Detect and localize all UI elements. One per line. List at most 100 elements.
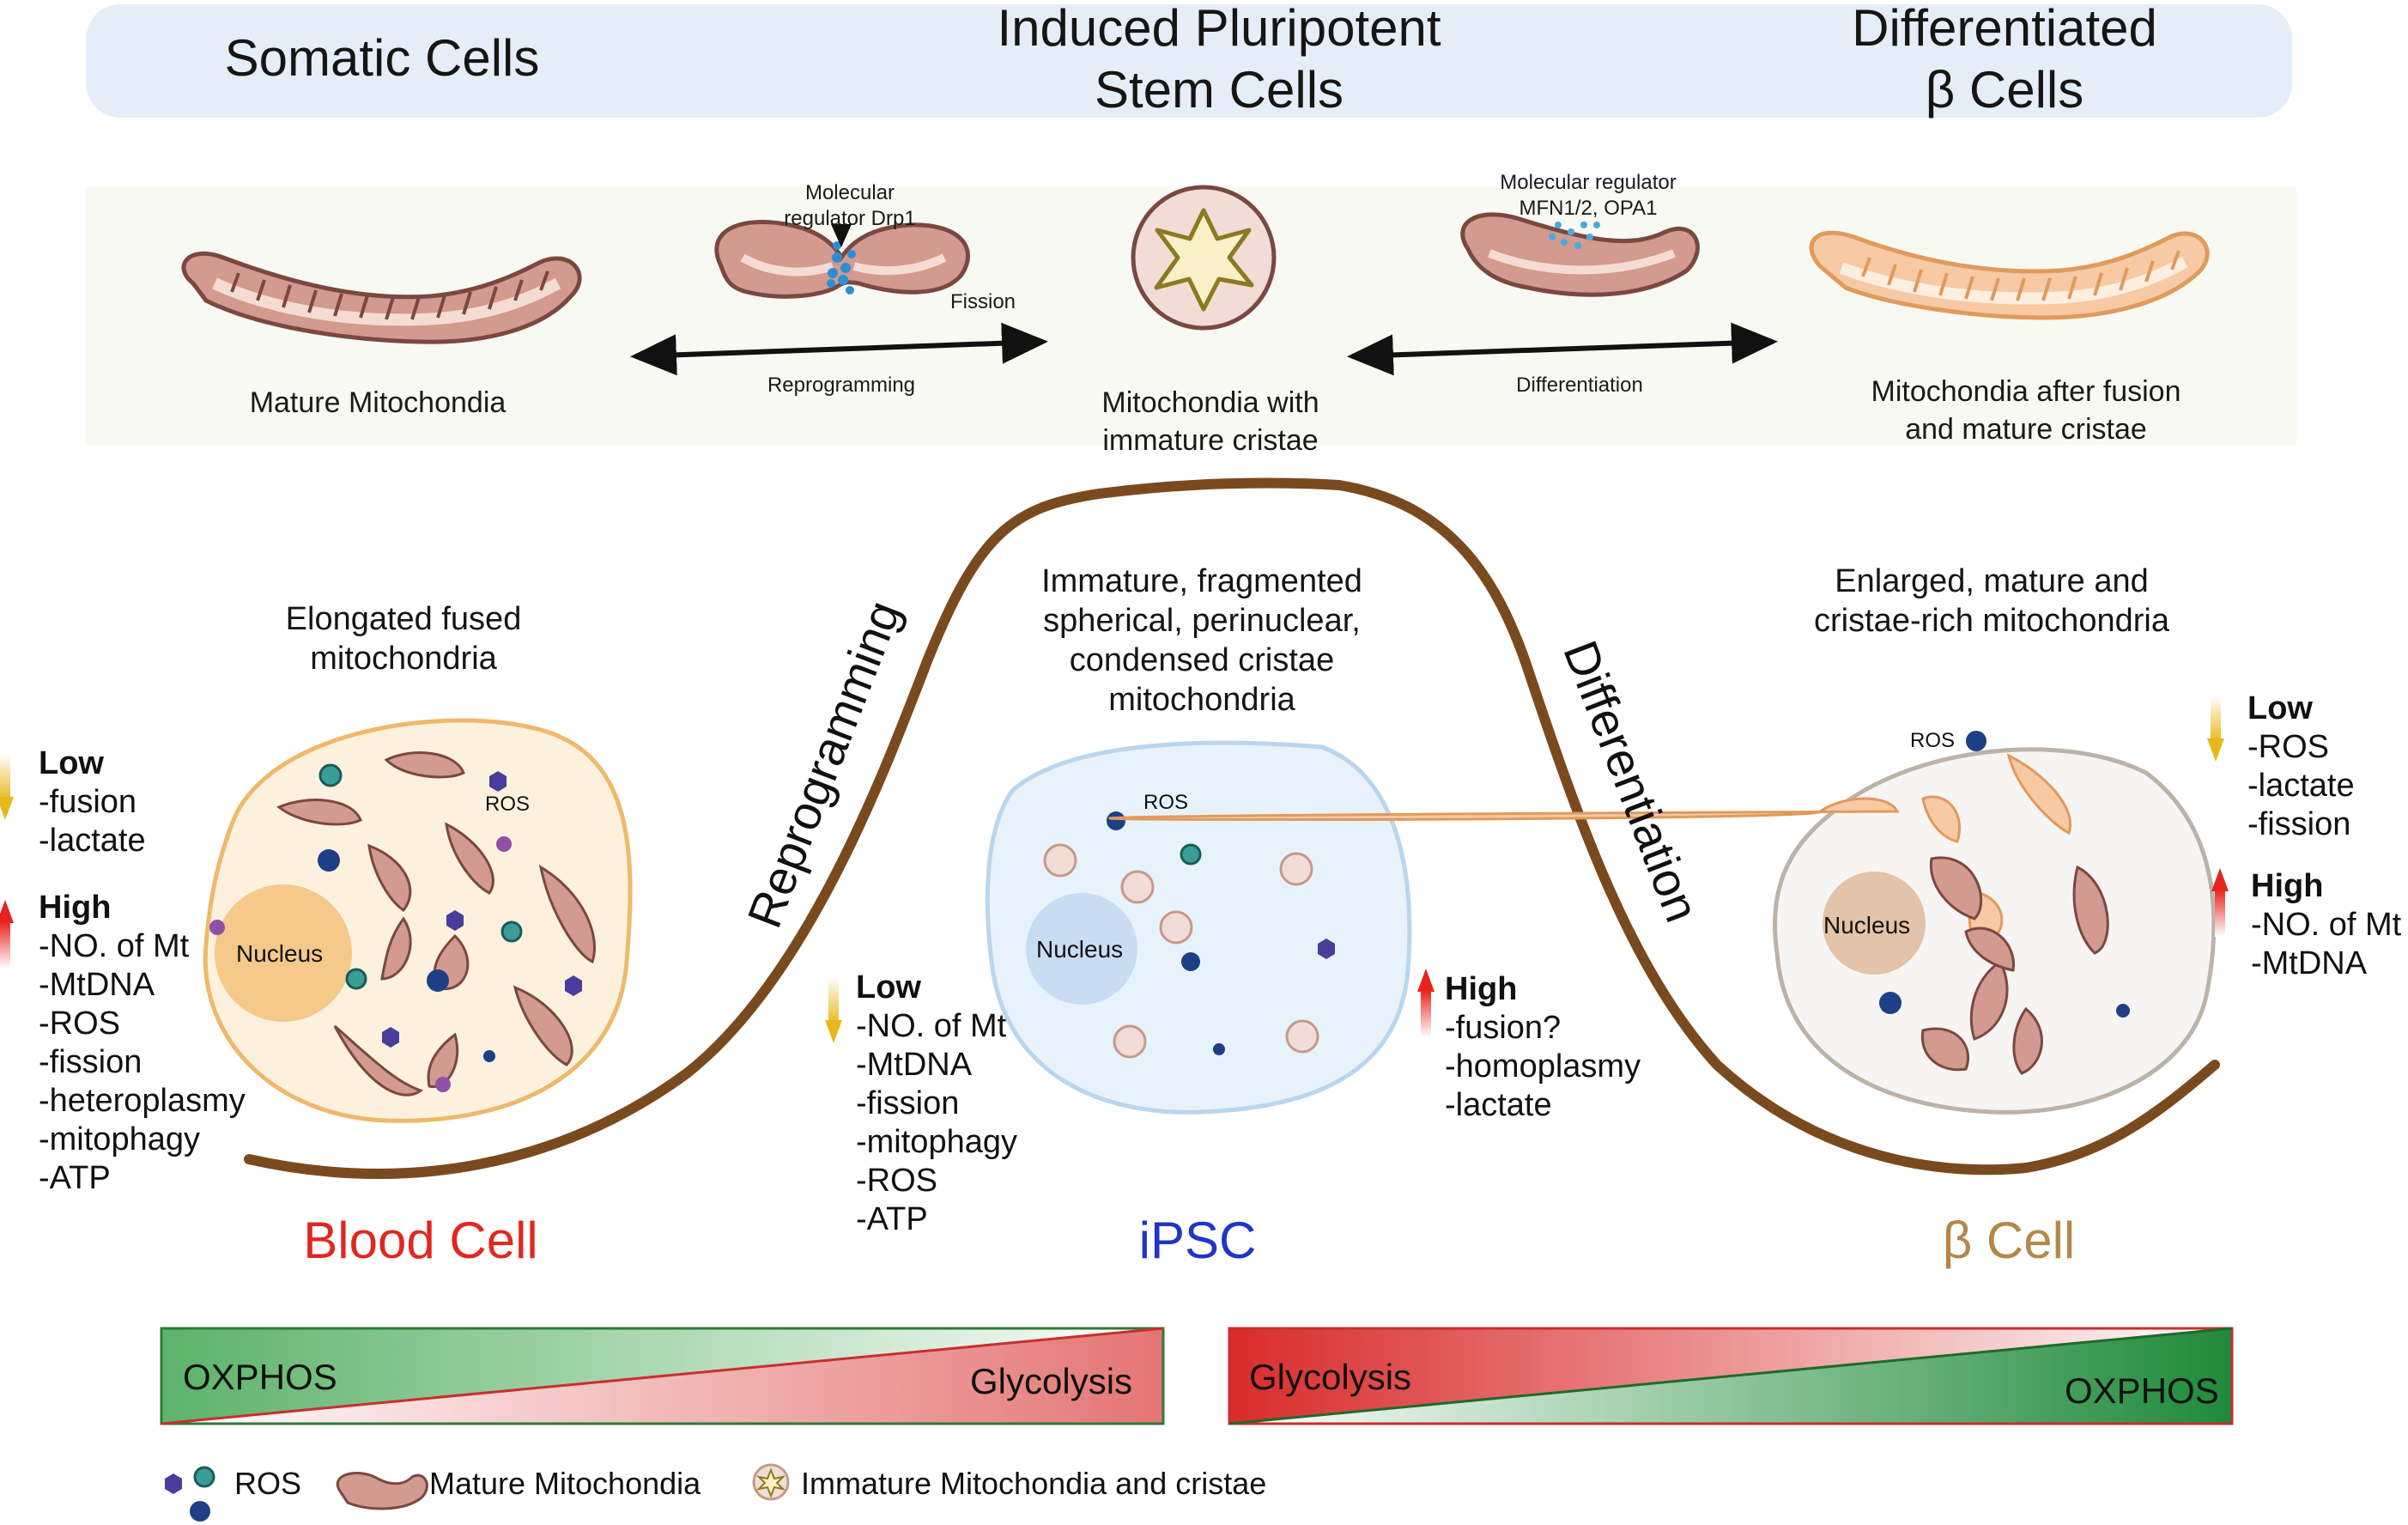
blood-desc-line1: Elongated fused — [285, 601, 522, 637]
blood-ros-label: ROS — [485, 793, 531, 816]
blood-low-title: Low — [39, 745, 104, 781]
ipsc-desc-line3: condensed cristae — [1069, 642, 1335, 678]
beta-desc-line1: Enlarged, mature and — [1835, 563, 2149, 599]
ipsc-desc-line4: mitochondria — [1108, 682, 1295, 718]
list-item: -NO. of Mt — [856, 1008, 1007, 1044]
beta-low-arrow — [2207, 696, 2224, 762]
legend-ros-label: ROS — [234, 1466, 302, 1501]
beta-high-list: High -NO. of Mt -MtDNA — [2251, 867, 2401, 983]
beta-low-list: Low -ROS -lactate -fission — [2247, 690, 2355, 844]
fusion-caption-line1: Mitochondia after fusion — [1871, 375, 2181, 408]
reprogramming-curve — [244, 477, 2220, 1179]
blood-high-list: High -NO. of Mt -MtDNA -ROS -fission -he… — [39, 889, 246, 1198]
header-ipsc-line1: Induced Pluripotent — [997, 0, 1441, 57]
ipsc-nucleus — [1026, 893, 1137, 1005]
blood-low-list: Low -fusion -lactate — [39, 744, 146, 860]
header-ipsc-line2: Stem Cells — [1094, 61, 1344, 118]
header-diff-line2: β Cells — [1925, 61, 2084, 118]
list-item: -ROS — [2247, 729, 2329, 765]
ipsc-desc-line2: spherical, perinuclear, — [1043, 603, 1361, 639]
metabolism-left-oxphos: OXPHOS — [183, 1357, 337, 1397]
ipsc-desc-line1: Immature, fragmented — [1041, 563, 1362, 599]
reprogramming-arrow-label: Reprogramming — [767, 374, 916, 397]
beta-low-title: Low — [2247, 690, 2313, 726]
immature-caption-line2: immature cristae — [1102, 424, 1319, 457]
beta-nucleus — [1823, 872, 1926, 975]
beta-nucleus-label: Nucleus — [1823, 912, 1911, 939]
header-ipsc: Induced Pluripotent Stem Cells — [919, 0, 1519, 121]
drp1-label-line2: regulator Drp1 — [784, 207, 916, 230]
legend-ros-icon — [165, 1466, 215, 1522]
ipsc-high-arrow — [1417, 969, 1434, 1037]
list-item: -fusion? — [1445, 1010, 1562, 1046]
ipsc-low-arrow — [825, 977, 842, 1043]
fusion-mitochondria-icon — [1460, 212, 1700, 297]
ipsc-graphic — [985, 740, 1412, 1115]
blood-nucleus-label: Nucleus — [236, 940, 324, 967]
ipsc-ros-label: ROS — [1143, 791, 1189, 814]
differentiation-arrow-label: Differentiation — [1516, 374, 1643, 397]
list-item: -MtDNA — [39, 967, 155, 1003]
fission-mitochondria-icon — [714, 220, 970, 299]
list-item: -lactate — [1445, 1087, 1552, 1123]
list-item: -mitophagy — [39, 1121, 200, 1157]
header-diff-line1: Differentiated — [1852, 0, 2157, 57]
metabolism-bar-right — [1228, 1327, 2234, 1425]
mfn-label-line2: MFN1/2, OPA1 — [1519, 197, 1658, 220]
mature-mitochondria-icon — [181, 252, 582, 344]
list-item: -mitophagy — [856, 1124, 1017, 1160]
ipsc-nucleus-label: Nucleus — [1036, 936, 1124, 963]
metabolism-right-glycolysis: Glycolysis — [1249, 1357, 1412, 1397]
immature-mitochondria-icon — [1131, 185, 1277, 331]
beta-high-arrow — [2211, 868, 2229, 937]
list-item: -lactate — [39, 823, 146, 859]
list-item: -NO. of Mt — [2251, 907, 2402, 943]
metabolism-bar-left — [160, 1327, 1165, 1425]
ipsc-name: iPSC — [1138, 1212, 1257, 1269]
drp1-label: Molecular regulator Drp1 — [755, 180, 944, 232]
header-band — [86, 4, 2292, 118]
legend-mature-label: Mature Mitochondia — [429, 1466, 701, 1501]
list-item: -lactate — [2247, 768, 2355, 804]
beta-high-title: High — [2251, 868, 2324, 904]
blood-desc-line2: mitochondria — [310, 641, 497, 677]
ipsc-high-list: High -fusion? -homoplasmy -lactate — [1445, 970, 1641, 1125]
beta-description: Enlarged, mature and cristae-rich mitoch… — [1768, 562, 2215, 641]
list-item: -fission — [2247, 806, 2351, 842]
list-item: -heteroplasmy — [39, 1083, 246, 1119]
blood-cell-name: Blood Cell — [303, 1212, 538, 1269]
list-item: -ROS — [39, 1006, 120, 1042]
legend-mature-mitochondria-icon — [336, 1472, 428, 1510]
list-item: -MtDNA — [2251, 945, 2368, 981]
immature-caption-line1: Mitochondia with — [1101, 386, 1319, 419]
blood-cell-graphic — [203, 718, 633, 1123]
fusion-caption-line2: and mature cristae — [1905, 413, 2147, 446]
list-item: -fission — [856, 1085, 960, 1121]
mfn-label-line1: Molecular regulator — [1500, 171, 1677, 194]
mature-mitochondria-caption: Mature Mitochondia — [249, 386, 506, 419]
legend-immature-mitochondria-icon — [752, 1463, 790, 1501]
beta-cell-name: β Cell — [1942, 1212, 2076, 1269]
blood-high-title: High — [39, 890, 112, 926]
ipsc-low-title: Low — [856, 969, 921, 1006]
list-item: -ATP — [856, 1201, 928, 1237]
mfn-label: Molecular regulator MFN1/2, OPA1 — [1468, 170, 1708, 222]
list-item: -NO. of Mt — [39, 928, 190, 964]
blood-description: Elongated fused mitochondria — [232, 599, 575, 678]
fusion-mitochondria-caption: Mitochondia after fusion and mature cris… — [1811, 373, 2241, 448]
list-item: -MtDNA — [856, 1047, 973, 1083]
ipsc-low-list: Low -NO. of Mt -MtDNA -fission -mitophag… — [856, 969, 1017, 1239]
header-differentiated: Differentiated β Cells — [1760, 0, 2249, 121]
differentiation-double-arrow — [1347, 322, 1778, 376]
immature-mitochondria-caption: Mitochondia with immature cristae — [1039, 384, 1382, 459]
blood-low-arrow — [0, 754, 14, 820]
ipsc-description: Immature, fragmented spherical, perinucl… — [987, 562, 1416, 720]
list-item: -fusion — [39, 784, 137, 820]
beta-desc-line2: cristae-rich mitochondria — [1814, 603, 2169, 639]
reprogramming-double-arrow — [630, 322, 1048, 376]
legend-immature-label: Immature Mitochondia and cristae — [801, 1466, 1267, 1501]
drp1-label-line1: Molecular — [804, 181, 895, 204]
list-item: -ATP — [39, 1160, 111, 1196]
metabolism-right-oxphos: OXPHOS — [2065, 1370, 2219, 1411]
